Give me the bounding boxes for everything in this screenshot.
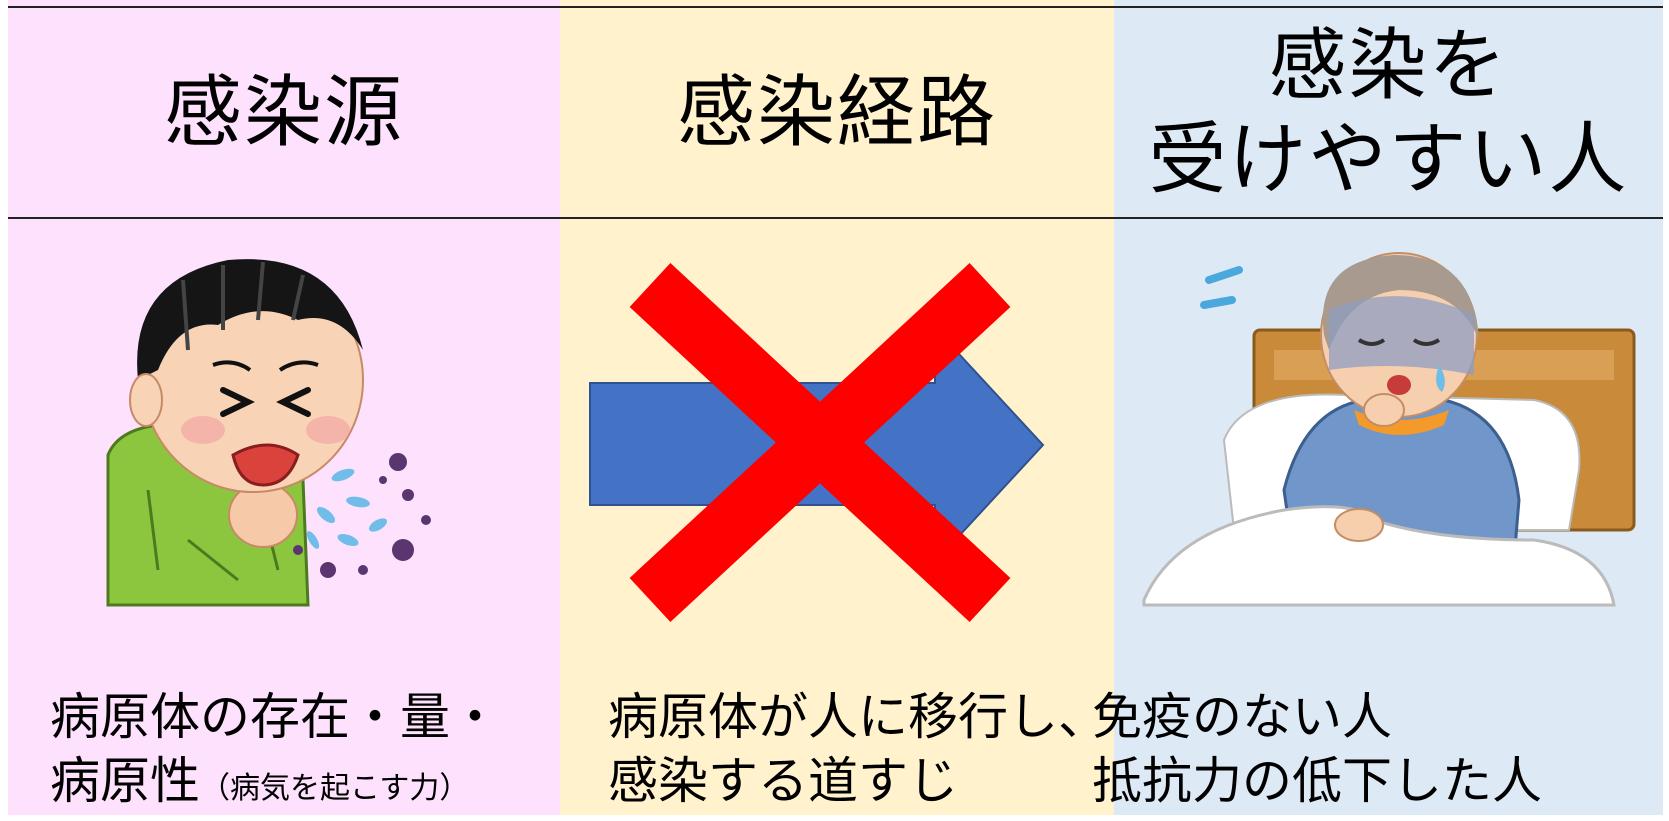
column-desc-susceptible-host: 免疫のない人 抵抗力の低下した人 (1092, 685, 1542, 813)
sick-elderly-in-bed-icon (1142, 252, 1636, 607)
column-title-infection-source: 感染源 (163, 67, 404, 158)
column-infection-source: 感染源 (8, 0, 560, 815)
column-title-infection-route: 感染経路 (676, 67, 997, 158)
header-rule (8, 217, 1663, 219)
column-infection-route: 感染経路 病原体が人に移行し、 感染する道すじ (560, 0, 1114, 815)
desc-line-1: 病原体が人に移行し、 (608, 688, 1108, 746)
sick-elderly-illustration (1114, 240, 1663, 660)
blocked-arrow-illustration (560, 240, 1114, 660)
desc-line-1: 病原体の存在・量・ (50, 688, 500, 746)
desc-line-2: 病原性（病気を起こす力） (50, 749, 500, 821)
desc-line-2-main: 病原性 (50, 752, 200, 810)
column-title-susceptible-host: 感染を 受けやすい人 (1148, 20, 1629, 205)
column-desc-infection-route: 病原体が人に移行し、 感染する道すじ (608, 685, 1108, 813)
column-desc-infection-source: 病原体の存在・量・ 病原性（病気を起こす力） (50, 685, 500, 821)
desc-line-2: 感染する道すじ (608, 752, 958, 810)
blocked-arrow-icon (589, 262, 1045, 623)
desc-line-2: 抵抗力の低下した人 (1092, 752, 1542, 810)
column-susceptible-host: 感染を 受けやすい人 (1092, 0, 1663, 815)
coughing-boy-icon (106, 259, 431, 607)
prohibition-cross (629, 262, 1011, 623)
desc-note: （病気を起こす力） (200, 771, 470, 806)
top-rule (8, 6, 1663, 8)
coughing-boy-illustration (8, 240, 560, 660)
desc-line-1: 免疫のない人 (1092, 688, 1392, 746)
